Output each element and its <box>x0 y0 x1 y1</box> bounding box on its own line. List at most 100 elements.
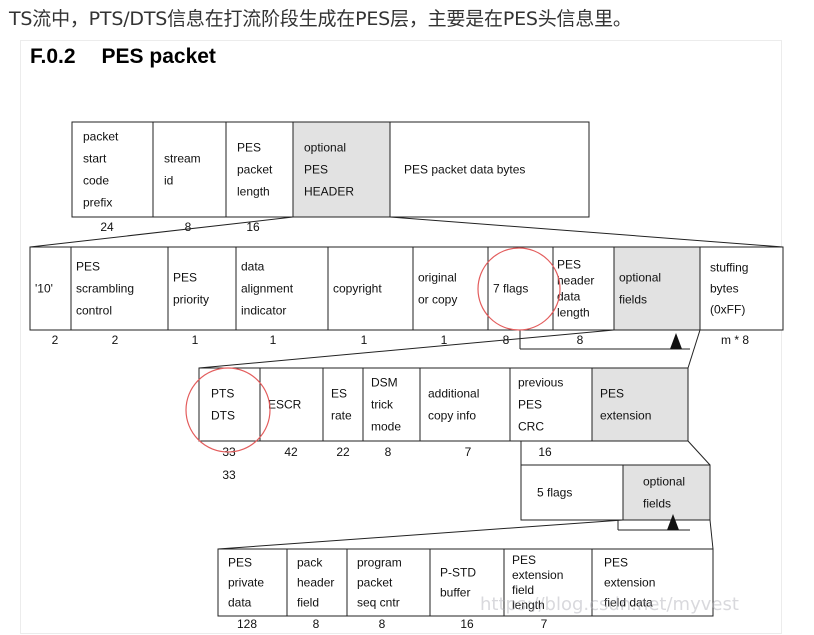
row1-cell <box>389 121 590 218</box>
row5-cell-label: field <box>297 596 319 610</box>
row2-cell-label: copyright <box>333 282 382 296</box>
row2-bit-count: 8 <box>577 333 584 347</box>
row3-cell-label: previous <box>518 376 563 390</box>
row5-cell-label: field <box>512 583 534 597</box>
row3-cell-label: trick <box>371 398 394 412</box>
row5-cell-label: PES <box>604 556 628 570</box>
row3-cell-label: ES <box>331 387 347 401</box>
row2-cell <box>487 246 554 331</box>
row5-bit-count: 16 <box>460 617 474 631</box>
row2-cell-label: original <box>418 271 457 285</box>
row2-cell-label: PES <box>76 260 100 274</box>
row5-cell <box>346 548 431 617</box>
row1-cell-label: PES <box>304 163 328 177</box>
row2-bit-count: 1 <box>441 333 448 347</box>
row2-bit-count: 2 <box>52 333 59 347</box>
row1-cell-label: packet <box>237 163 273 177</box>
row3-bit-count: 16 <box>538 445 552 459</box>
row2-cell <box>235 246 329 331</box>
row5-cell-label: data <box>228 596 252 610</box>
expand-line <box>29 216 294 248</box>
row4-cell <box>622 464 711 521</box>
row5-cell-label: pack <box>297 556 323 570</box>
row2-bit-count: 1 <box>270 333 277 347</box>
row3-bit-count: 8 <box>385 445 392 459</box>
row3-bit-count-second: 33 <box>222 468 236 482</box>
row2-cell <box>552 246 615 331</box>
row2-bit-count: 1 <box>361 333 368 347</box>
row2-cell-label: fields <box>619 293 647 307</box>
row4-cell <box>520 464 624 521</box>
row5-cell-label: program <box>357 556 402 570</box>
arrow-head <box>670 333 682 349</box>
row3-cell-label: DSM <box>371 376 398 390</box>
row1-cell-label: HEADER <box>304 185 354 199</box>
row1-cell-label: optional <box>304 141 346 155</box>
row1-bit-count: 16 <box>246 220 260 234</box>
row1-bit-count: 8 <box>185 220 192 234</box>
row2-cell-label: length <box>557 306 590 320</box>
row2-cell <box>70 246 169 331</box>
row2-cell-label: optional <box>619 271 661 285</box>
row1-cell-label: start <box>83 152 107 166</box>
expand-line <box>709 519 714 550</box>
row2-cell-label: alignment <box>241 282 294 296</box>
row5-cell-label: extension <box>604 576 655 590</box>
row2-cell-label: stuffing <box>710 261 748 275</box>
row1-cell <box>292 121 391 218</box>
expand-line <box>389 216 784 248</box>
row5-cell-label: extension <box>512 568 563 582</box>
row5-cell <box>217 548 288 617</box>
row2-cell-label: PES <box>173 271 197 285</box>
row1-cell-label: PES packet data bytes <box>404 163 525 177</box>
row2-cell <box>29 246 72 331</box>
row5-cell-label: header <box>297 576 334 590</box>
row5-cell-label: length <box>512 598 545 612</box>
row3-cell-label: mode <box>371 420 401 434</box>
row3-cell <box>198 367 261 442</box>
intro-text: TS流中，PTS/DTS信息在打流阶段生成在PES层，主要是在PES头信息里。 <box>9 8 632 30</box>
highlight-circle-7-flags <box>477 247 561 331</box>
row5-cell <box>286 548 348 617</box>
row1-bit-count: 24 <box>100 220 114 234</box>
row2-cell <box>167 246 237 331</box>
section-title: PES packet <box>101 45 216 68</box>
row3-cell-label: extension <box>600 409 651 423</box>
row3-cell-label: PES <box>600 387 624 401</box>
row1-cell <box>225 121 294 218</box>
row1-cell-label: stream <box>164 152 201 166</box>
row1-cell-label: PES <box>237 141 261 155</box>
row5-bit-count: 7 <box>541 617 548 631</box>
row1-cell <box>71 121 154 218</box>
row4-cell-label: 5 flags <box>537 486 572 500</box>
row3-cell <box>362 367 421 442</box>
row2-cell-label: priority <box>173 293 209 307</box>
row3-cell-label: ESCR <box>268 398 302 412</box>
row2-cell <box>699 246 784 331</box>
arrow-head <box>667 514 679 530</box>
row2-cell-label: '10' <box>35 282 53 296</box>
row1-cell-label: id <box>164 174 173 188</box>
row2-cell <box>412 246 489 331</box>
row2-bit-count: 1 <box>192 333 199 347</box>
row4-cell-label: fields <box>643 497 671 511</box>
row3-cell-label: copy info <box>428 409 476 423</box>
row3-cell <box>591 367 689 442</box>
row1-cell-label: packet <box>83 130 119 144</box>
row5-bit-count: 8 <box>313 617 320 631</box>
row1-cell-label: code <box>83 174 109 188</box>
row3-cell <box>419 367 511 442</box>
row2-cell-label: header <box>557 274 594 288</box>
row3-cell-label: CRC <box>518 420 544 434</box>
row3-bit-count: 22 <box>336 445 350 459</box>
row5-cell-label: packet <box>357 576 393 590</box>
row3-cell <box>322 367 364 442</box>
expand-line <box>198 329 615 369</box>
row5-cell-label: P-STD <box>440 566 476 580</box>
row2-cell-label: data <box>557 290 581 304</box>
row2-cell-label: bytes <box>710 282 739 296</box>
row5-cell-label: field data <box>604 596 653 610</box>
row3-cell-label: DTS <box>211 409 235 423</box>
row3-cell <box>259 367 324 442</box>
